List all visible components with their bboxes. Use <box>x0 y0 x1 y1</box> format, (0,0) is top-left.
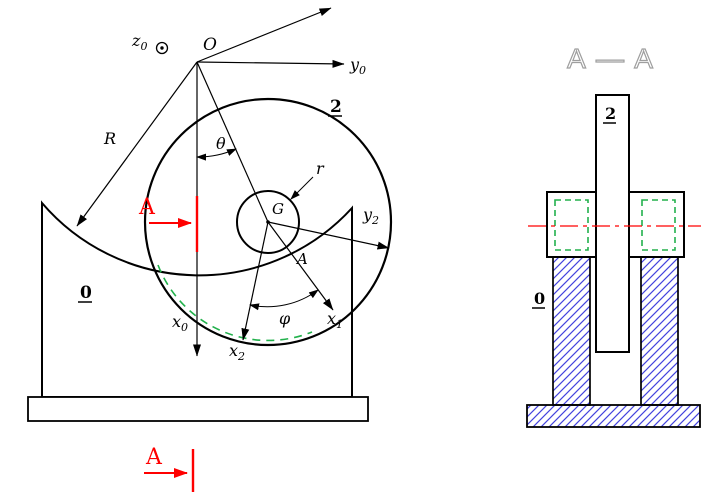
wall-right-section <box>640 256 679 406</box>
axis-upper-right <box>196 7 332 63</box>
axis-y0 <box>196 59 345 68</box>
label-y2: y2 <box>362 205 379 227</box>
part-label-disc-2: 2 <box>330 97 342 117</box>
section-cut-upper: A <box>138 195 199 252</box>
section-letter-upper: A <box>138 195 156 220</box>
phi-angle-arc <box>249 289 319 311</box>
label-y0: y0 <box>349 55 366 77</box>
hidden-hole-right <box>641 199 676 251</box>
z0-dot-icon <box>160 46 164 50</box>
wall-left-section <box>552 256 591 406</box>
section-view: A — A 2 0 <box>526 42 701 428</box>
z0-axis-symbol <box>155 41 169 55</box>
base-plate <box>27 396 369 422</box>
main-view: A A z0 O y0 R θ r G A y2 x1 φ x2 x0 2 0 <box>27 7 393 492</box>
label-x2: x2 <box>229 341 245 363</box>
label-z0: z0 <box>131 31 147 53</box>
pin-circle <box>236 190 300 254</box>
disc-2-circle <box>143 97 393 347</box>
axis-x1 <box>267 221 334 311</box>
part-label-body-0: 0 <box>80 283 92 303</box>
part-label-rod-2: 2 <box>605 104 616 123</box>
axis-y2 <box>267 221 390 250</box>
label-r: r <box>316 159 325 178</box>
section-cut-lower: A <box>144 445 195 492</box>
theta-angle-arc <box>196 148 237 161</box>
line-OG <box>196 61 269 223</box>
hidden-disc-arc <box>157 264 313 342</box>
label-A-point: A <box>295 250 308 268</box>
label-phi: φ <box>279 309 291 328</box>
label-R: R <box>103 129 116 148</box>
label-O: O <box>203 35 217 55</box>
label-x1: x1 <box>327 309 343 331</box>
z0-circle-icon <box>155 41 169 55</box>
base-plate-section <box>526 404 701 428</box>
hidden-hole-left <box>554 199 589 251</box>
part-label-body-0-section: 0 <box>534 289 545 308</box>
radius-R-line <box>76 61 198 227</box>
label-G: G <box>272 200 284 218</box>
r-leader-arrow <box>290 176 314 200</box>
rod-2-section <box>595 94 630 353</box>
section-letter-lower: A <box>145 445 163 470</box>
axis-x2 <box>241 221 269 341</box>
section-title: A — A <box>567 43 655 74</box>
label-x0: x0 <box>172 312 188 334</box>
label-theta: θ <box>216 134 226 153</box>
